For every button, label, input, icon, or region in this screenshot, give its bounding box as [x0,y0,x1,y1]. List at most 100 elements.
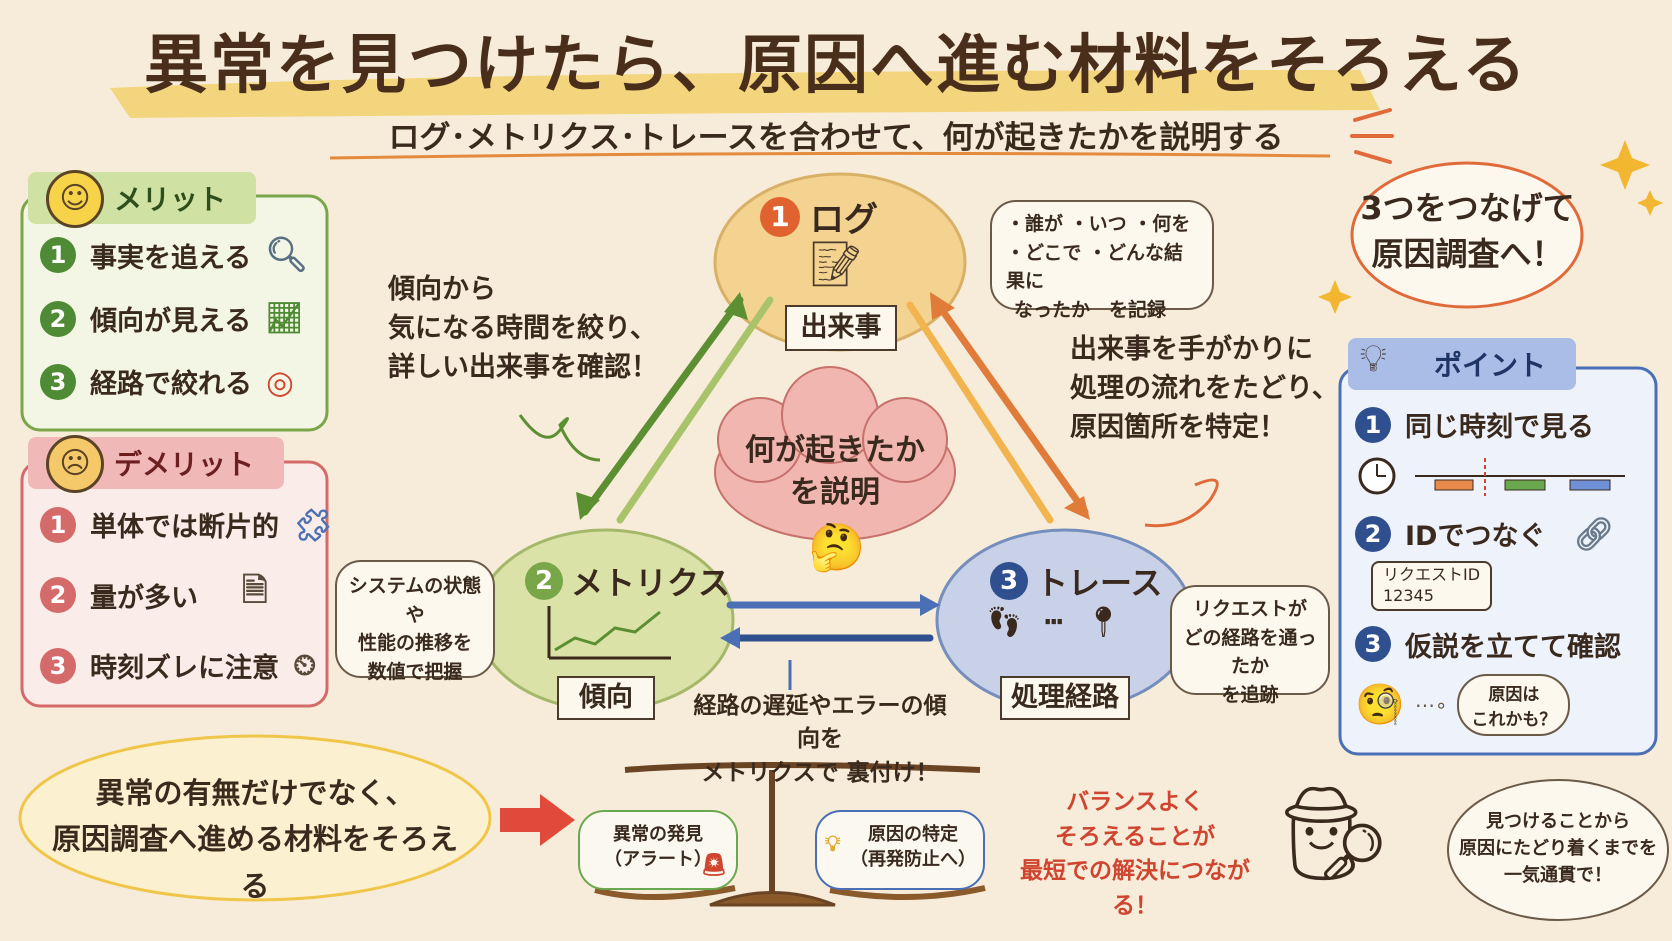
merit-item-label: 傾向が見える [90,306,252,337]
clock-warning-icon: ⏲︎ [293,648,317,683]
request-id-label: リクエストID [1383,565,1481,584]
left-tip-line: 詳しい出来事を確認！ [388,352,658,384]
balance-line: 最短での解決につながる！ [1020,858,1250,919]
balance-line: そろえることが [1054,823,1216,850]
right-tip-line: 出来事を手がかりに [1070,334,1313,365]
log-note-line: ・どこで ・どんな結果に [1006,241,1184,293]
chain-link-icon: 🔗︎ [1573,514,1615,553]
item-number: 1 [40,506,76,543]
demerit-item-label: 量が多い [90,582,198,614]
puzzle-icon: 🧩︎ [293,505,334,544]
left-tip-line: 傾向から [388,274,496,305]
conclusion-line: 異常の有無だけでなく、 [95,776,415,810]
list-item: 1 単体では断片的 🧩︎ [40,505,334,544]
bottom-tip-line: メトリクスで 裏付け！ [701,759,939,786]
trace-note-line: リクエストが [1192,598,1307,620]
notepad-icon: 📝︎ [808,239,864,290]
detective-child-icon: 🧐 [1355,682,1405,729]
item-number: 1 [1355,406,1391,443]
merit-item-label: 事実を追える [90,242,252,274]
scale-left-line: 異常の発見 [613,824,703,845]
center-line: 何が起きたか [745,433,925,468]
documents-icon: 🗎︎ [242,571,268,609]
point-item-label: IDでつなぐ [1405,521,1546,552]
demerit-item-label: 時刻ズレに注意 [90,653,279,684]
callout-line: 原因調査へ！ [1371,235,1564,274]
log-number: 1 [760,196,800,237]
trace-note-line: を追跡 [1221,683,1279,706]
thought-line: 原因は [1488,684,1540,705]
thought-dots: ⋯∘ [1414,692,1448,717]
list-item: 3 時刻ズレに注意 ⏲︎ [40,646,334,685]
metrics-note-line: 性能の推移を [357,632,472,654]
list-item: 2 傾向が見える 📈︎ [40,299,308,338]
log-note-bubble: ・誰が ・いつ ・何を ・どこで ・どんな結果に なったか を記録 [990,200,1214,321]
list-item: 2 IDでつなぐ 🔗︎ [1355,514,1645,553]
item-number: 2 [1355,515,1391,552]
page-subtitle: ログ･メトリクス･トレースを合わせて、何が起きたかを説明する [388,120,1284,156]
line-chart-icon: 📈︎ [265,301,304,336]
final-note: 見つけることから 原因にたどり着くまでを 一気通貫で！ [1455,808,1661,889]
balance-note: バランスよく そろえることが 最短での解決につながる！ [1010,785,1260,923]
merit-heading: ☺ メリット [28,160,257,228]
lightbulb-small-icon: 💡︎ [825,832,841,857]
scale-right-pan: 💡︎ 原因の特定 （再発防止へ） [815,810,985,890]
request-id-card: リクエストID 12345 [1371,561,1493,611]
scale-right-line: （再発防止へ） [850,849,976,871]
right-tip: 出来事を手がかりに 処理の流れをたどり、 原因箇所を特定！ [1070,330,1339,447]
metrics-number: 2 [525,562,563,600]
list-item: 1 事実を追える 🔍︎ [40,235,308,275]
lightbulb-icon: 💡︎ [1360,336,1387,380]
point-item-label: 仮説を立てて確認 [1405,631,1621,663]
trace-title: トレース [1036,564,1163,602]
point-heading-label: ポイント [1348,338,1577,390]
target-icon: ◎ [266,362,294,401]
item-number: 2 [40,300,76,337]
log-note-line: なったか を記録 [1014,298,1167,321]
demerit-heading: ☹ デメリット [28,425,285,493]
trace-label: 処理経路 [1000,676,1130,720]
magnifier-icon: 🔍︎ [265,235,309,275]
thinking-person-icon: 🤔 [808,520,866,574]
log-node-title: 1 ログ [760,192,878,241]
list-item: 3 仮説を立てて確認 [1355,625,1645,664]
alarm-light-icon: 🚨︎ [700,853,728,879]
bottom-tip-line: 経路の遅延やエラーの傾向を [693,693,947,753]
hypothesis-row: 🧐 ⋯∘ 原因は これかも？ [1355,673,1645,736]
thought-bubble: 原因は これかも？ [1457,673,1571,736]
thought-line: これかも？ [1471,709,1557,730]
metrics-note-line: 数値で把握 [367,660,463,683]
right-tip-line: 原因箇所を特定！ [1070,412,1286,444]
item-number: 3 [40,363,76,400]
item-number: 3 [40,647,76,684]
final-note-line: 見つけることから [1486,811,1630,832]
merit-item-label: 経路で絞れる [90,369,252,400]
left-tip-line: 気になる時間を絞り、 [388,313,657,345]
page-title: 異常を見つけたら、原因へ進む材料をそろえる [143,29,1529,103]
trace-node-title: 3 トレース [990,558,1162,604]
scale-left-pan: 異常の発見 （アラート） 🚨︎ [578,810,738,890]
scale-left-line: （アラート） [604,849,712,871]
log-note-line: ・誰が ・いつ ・何を [1006,213,1191,235]
trace-note-line: どの経路を通ったか [1183,626,1317,678]
merit-list: 1 事実を追える 🔍︎ 2 傾向が見える 📈︎ 3 経路で絞れる ◎ [40,235,308,401]
bottom-tip: 経路の遅延やエラーの傾向を メトリクスで 裏付け！ [690,690,950,790]
point-list: 1 同じ時刻で見る 2 IDでつなぐ 🔗︎ リクエストID 12345 3 仮説… [1355,405,1645,736]
metrics-note-bubble: システムの状態や 性能の推移を 数値で把握 [335,560,495,683]
center-explanation: 何が起きたか を説明 [730,430,940,514]
detective-icon: 🕵︎ [1275,780,1392,887]
timeline-icon [1358,457,1625,496]
left-tip: 傾向から 気になる時間を絞り、 詳しい出来事を確認！ [388,270,658,387]
right-tip-line: 処理の流れをたどり、 [1070,373,1339,405]
metrics-node-title: 2 メトリクス [525,558,730,604]
point-heading: 💡︎ ポイント [1348,330,1577,390]
center-line: を説明 [790,475,880,510]
conclusion: 異常の有無だけでなく、 原因調査へ進める材料をそろえる [40,770,470,909]
final-note-line: 原因にたどり着くまでを [1459,838,1657,859]
log-title: ログ [810,200,878,240]
point-item-label: 同じ時刻で見る [1405,412,1594,443]
callout-line: 3つをつなげて [1360,189,1575,227]
log-label: 出来事 [785,305,897,351]
footprints-path-icon: 👣︎ ┅ 📍︎ [985,605,1129,640]
smile-face-icon: ☺ [46,170,104,228]
